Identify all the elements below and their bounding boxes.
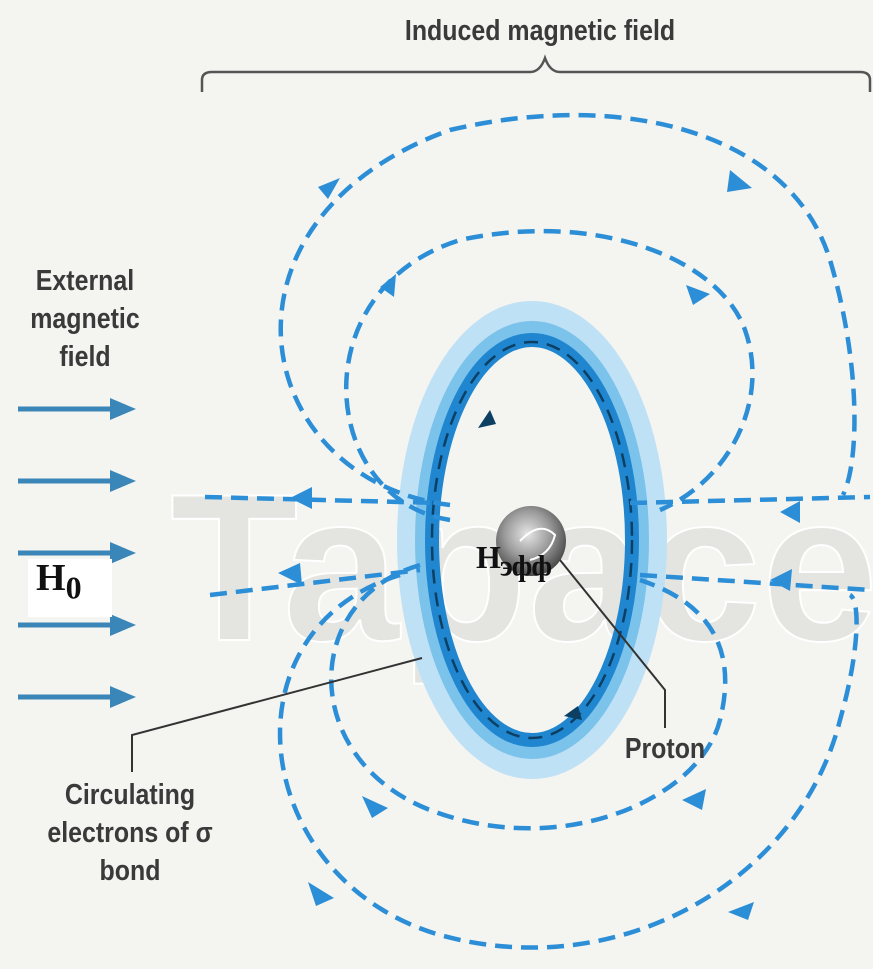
external-arrow-1: [18, 398, 136, 420]
h0-label: H0: [36, 556, 82, 607]
induced-field-label: Induced magnetic field: [404, 15, 676, 47]
proton-leader-line: [559, 559, 666, 728]
external-arrow-2: [18, 470, 136, 492]
external-arrow-5: [18, 686, 136, 708]
heff-subscript: эфф: [499, 549, 552, 583]
induced-field-lines: [204, 112, 871, 950]
external-arrow-3: [18, 542, 136, 564]
heff-main: H: [476, 539, 501, 575]
h0-main: H: [36, 557, 66, 599]
external-arrow-4: [18, 614, 136, 636]
field-arrowheads: [278, 170, 800, 920]
h-effective-label: Hэфф: [476, 539, 552, 583]
proton-label: Proton: [624, 733, 706, 765]
proton-sphere: [496, 506, 566, 576]
sigma-bond-orbit: [397, 301, 667, 779]
external-field-label: External magnetic field: [30, 265, 140, 373]
circulating-electrons-label: Circulating electrons of σ bond: [47, 779, 213, 887]
h0-subscript: 0: [65, 569, 82, 606]
external-field-arrows: [18, 398, 136, 708]
circulating-leader-line: [131, 657, 423, 772]
h0-label-box: [28, 559, 112, 617]
induced-field-bracket: [200, 54, 872, 92]
